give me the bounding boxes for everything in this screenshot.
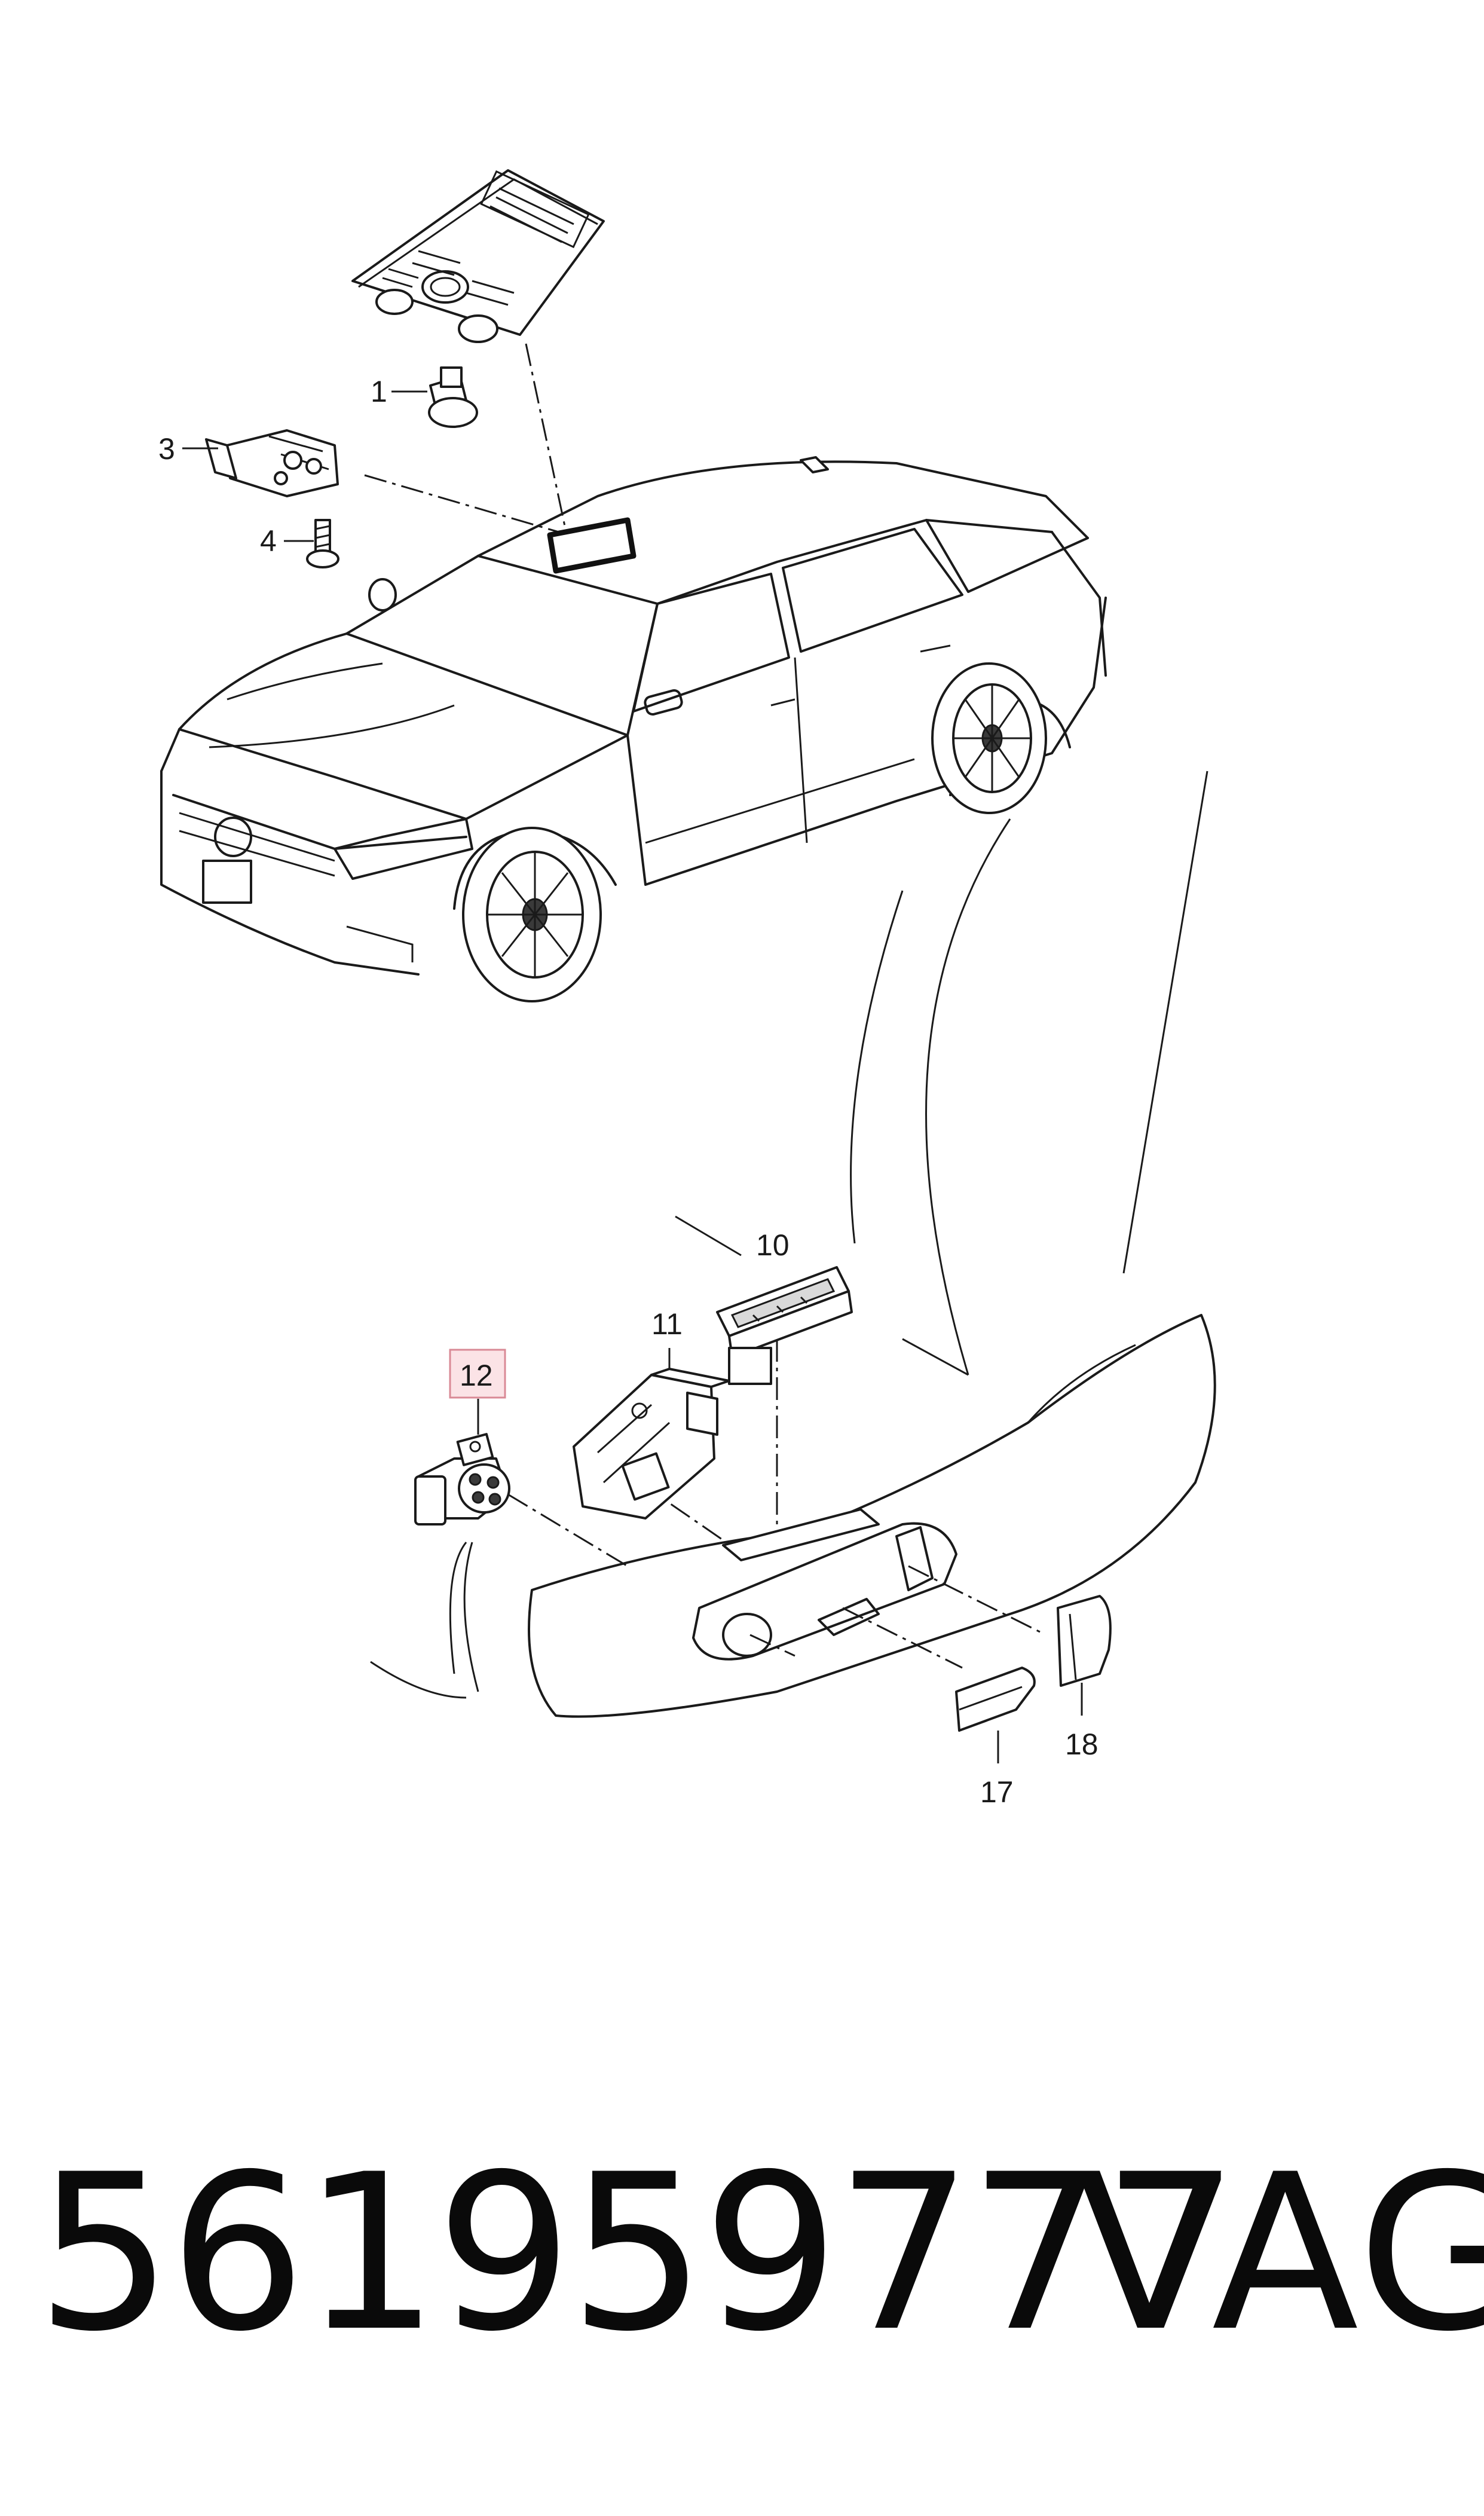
label-part-4: 4: [260, 524, 277, 558]
part-1-bulb: [391, 366, 478, 428]
part-12-switch-knob: [414, 1399, 510, 1526]
part-number: 561959777: [36, 2128, 1239, 2379]
part-3-sensor: [182, 429, 339, 497]
label-part-1: 1: [371, 375, 387, 408]
footer: 561959777 VAG: [0, 2128, 1484, 2379]
label-part-10: 10: [756, 1228, 790, 1262]
overhead-console-panel: [351, 169, 605, 343]
label-part-17: 17: [980, 1775, 1014, 1809]
part-10-switch: [675, 1215, 853, 1385]
part-17-button-cap: [955, 1667, 1036, 1763]
label-part-3: 3: [158, 432, 175, 466]
seat-backrest-outline: [850, 771, 1208, 1376]
label-part-12: 12: [460, 1359, 493, 1392]
car-illustration: [160, 456, 1107, 1002]
seat-side-panel: [370, 1314, 1216, 1718]
part-18-knob-cap: [1057, 1595, 1112, 1716]
part-4-screw: [284, 519, 339, 568]
brand-name: VAG: [1076, 2128, 1484, 2379]
parts-diagram: 1 3 4: [158, 169, 1216, 1809]
part-11-control-unit: [573, 1348, 730, 1520]
label-part-11: 11: [651, 1307, 683, 1341]
label-part-18: 18: [1065, 1728, 1099, 1761]
highlight-box-part-12: [449, 1349, 506, 1399]
